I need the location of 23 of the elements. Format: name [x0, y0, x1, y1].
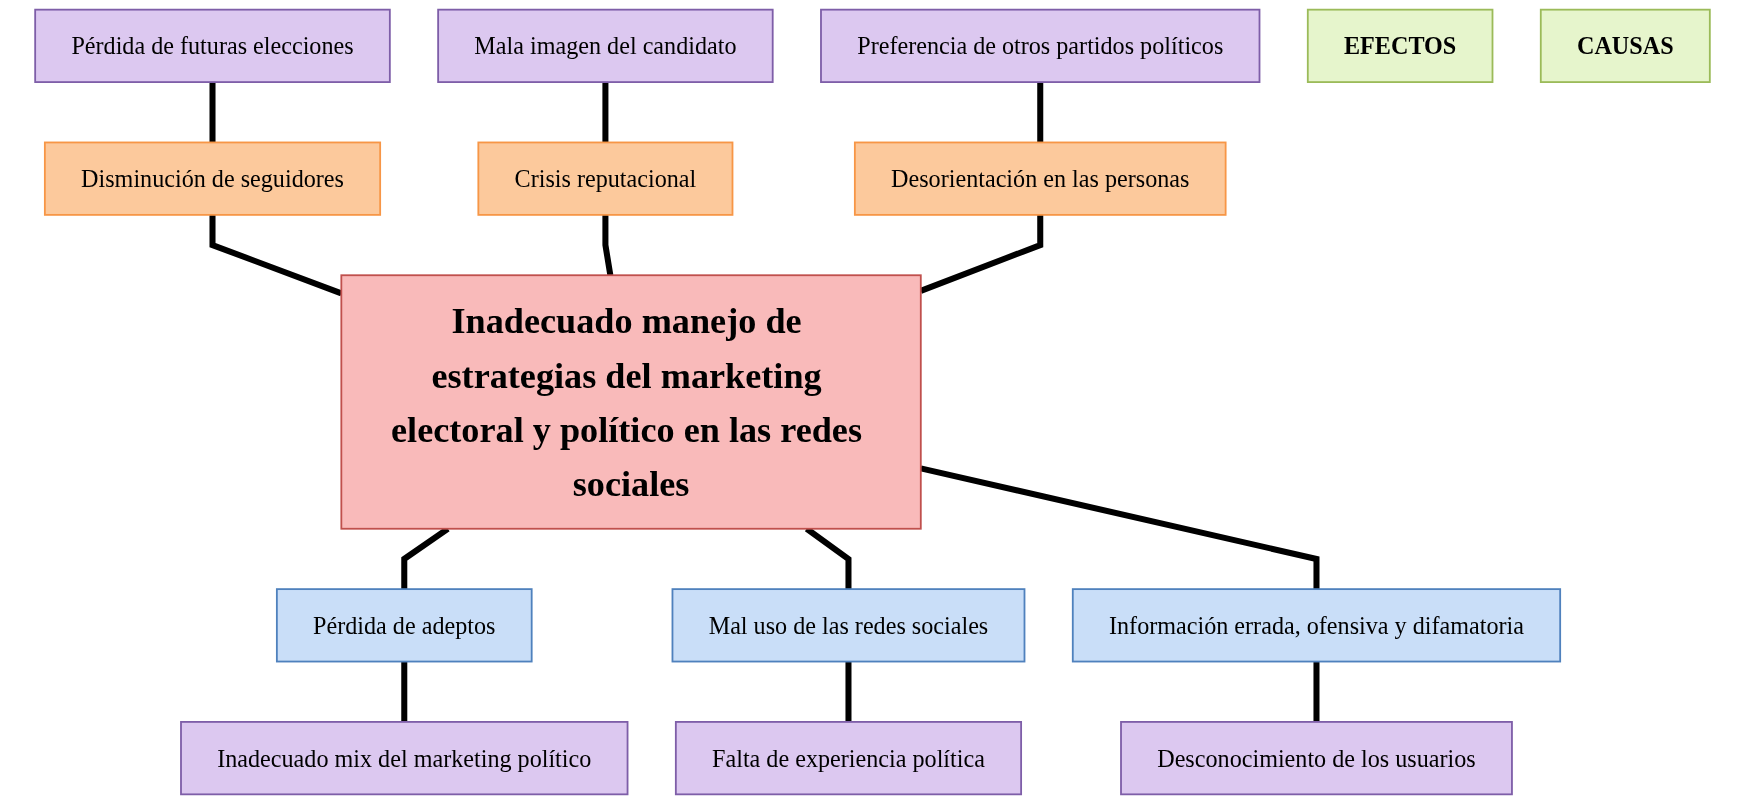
connector	[920, 465, 1320, 590]
node-box: CAUSAS	[1539, 8, 1711, 83]
node-box: Disminución de seguidores	[43, 141, 382, 216]
node-box: Desorientación en las personas	[853, 141, 1227, 216]
connector	[602, 82, 609, 143]
node-box: Pérdida de adeptos	[275, 588, 533, 663]
connector	[1037, 82, 1044, 143]
node-box: Preferencia de otros partidos políticos	[820, 8, 1261, 83]
connector	[401, 661, 408, 722]
connector	[209, 82, 216, 143]
node-box: EFECTOS	[1306, 8, 1494, 83]
connector	[845, 661, 852, 722]
node-box: Mal uso de las redes sociales	[671, 588, 1026, 663]
node-box: Crisis reputacional	[477, 141, 734, 216]
node-box: Desconocimiento de los usuarios	[1120, 721, 1513, 796]
node-box: Inadecuado mix del marketing político	[180, 721, 629, 796]
node-box: Mala imagen del candidato	[437, 8, 774, 83]
node-box: Inadecuado manejo de estrategias del marketing electoral y político en las redes sociales	[340, 274, 922, 530]
connector	[1313, 661, 1320, 722]
node-box: Pérdida de futuras elecciones	[34, 8, 391, 83]
node-box: Información errada, ofensiva y difamatoria	[1071, 588, 1562, 663]
connector	[602, 214, 614, 276]
node-box: Falta de experiencia política	[674, 721, 1023, 796]
